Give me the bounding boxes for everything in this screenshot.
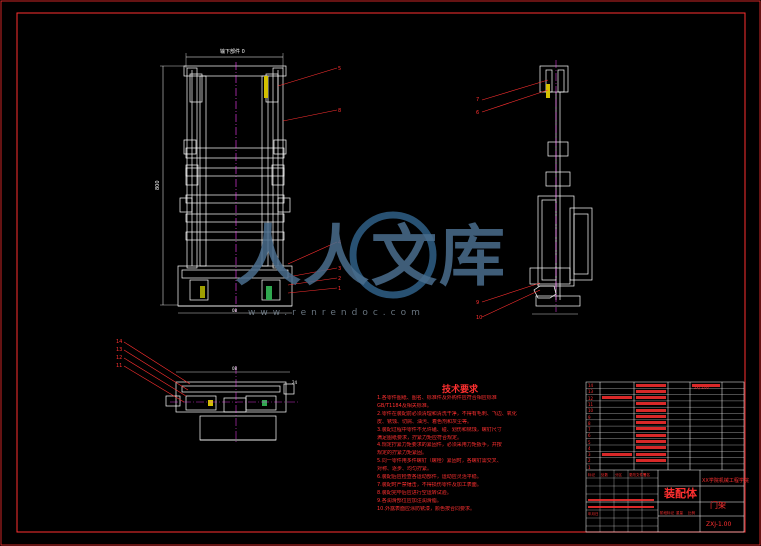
svg-text:ZXJ-1.00: ZXJ-1.00	[694, 386, 709, 390]
title-drawing-name: 门架	[710, 500, 726, 510]
tech-note-line: 4.规定拧紧力矩要求的紧固件，必须采用力矩扳手，并按	[377, 442, 502, 449]
svg-text:6: 6	[476, 110, 479, 116]
tech-note-line: 5.同一零件用多件螺钉（螺栓）紧固时，各螺钉需交叉、	[377, 458, 502, 465]
svg-text:7: 7	[588, 427, 591, 432]
parts-list-fills	[588, 384, 720, 508]
svg-text:1: 1	[588, 465, 591, 470]
tech-note-line: 满足图纸要求，拧紧力矩应符合规定。	[377, 434, 463, 441]
svg-text:10: 10	[476, 315, 482, 321]
front-view	[160, 53, 293, 314]
svg-text:10: 10	[588, 408, 594, 413]
svg-text:13: 13	[588, 389, 594, 394]
svg-text:5: 5	[588, 440, 591, 445]
inner-border	[16, 12, 746, 533]
cylinder-part	[266, 286, 272, 300]
title-school: XX学院机械工程学院	[702, 477, 749, 484]
svg-text:9: 9	[588, 415, 591, 420]
tech-notes: 1.各零件图纸、图名、标准件及外购件应符合相应标准 GB/T1184及相关标准。…	[377, 395, 577, 514]
parts-list-row-numbers: 14 13 12 11 10 9 8 7 6 5 4 3 2 1	[588, 383, 594, 470]
front-dim-left: 800	[155, 180, 161, 190]
title-block-small-text: 标记 处数 分区 更改文件号 签名 年月日 阶段标记 重量 比例 ZXJ-1.0…	[588, 386, 709, 516]
tech-note-line: 皮、锈蚀、切屑、油污、着色剂和灰尘等。	[377, 418, 473, 425]
watermark-text: 人人文库	[235, 218, 507, 295]
svg-text:11: 11	[116, 363, 122, 369]
svg-text:12: 12	[588, 396, 594, 401]
tech-note-line: 9.各润滑部位应加注润滑脂。	[377, 497, 442, 504]
svg-text:12: 12	[116, 355, 122, 361]
svg-text:6: 6	[588, 433, 591, 438]
svg-text:13: 13	[116, 347, 122, 353]
watermark-url: www.renrendoc.com	[248, 308, 425, 318]
plan-callout-labels: 14 13 12 11	[116, 339, 122, 369]
tech-note-line: 8.装配完毕后应进行空运转试验。	[377, 489, 452, 496]
tech-note-line: 对称、逐步、均匀拧紧。	[377, 466, 433, 473]
front-callout-labels: 5 8 4 3 2 1	[338, 66, 341, 292]
tech-note-line: 规定的拧紧力矩紧固。	[377, 450, 428, 457]
svg-text:9: 9	[476, 300, 479, 306]
side-yellow-part	[546, 84, 550, 98]
svg-text:分区: 分区	[615, 472, 623, 477]
svg-text:11: 11	[588, 402, 594, 407]
plan-green-part	[262, 400, 267, 406]
plan-yellow-part	[208, 400, 213, 406]
svg-text:4: 4	[588, 446, 591, 451]
cylinder-part-2	[200, 286, 205, 298]
plan-dim-bottom: 08	[232, 366, 238, 371]
tech-note-line: GB/T1184及相关标准。	[377, 402, 432, 409]
svg-text:重量: 重量	[676, 510, 684, 515]
svg-text:8: 8	[338, 108, 341, 114]
svg-text:1: 1	[338, 286, 341, 292]
svg-text:阶段标记: 阶段标记	[660, 510, 674, 515]
svg-text:2: 2	[588, 458, 591, 463]
plan-leaders	[123, 341, 191, 403]
tech-note-line: 2.零件在装配前必须清理和清洗干净，不得有毛刺、飞边、氧化	[377, 410, 517, 417]
front-dim-top: 输下部件 0	[220, 48, 245, 55]
svg-text:更改文件号: 更改文件号	[629, 472, 647, 477]
svg-text:5: 5	[338, 66, 341, 72]
svg-text:3: 3	[588, 452, 591, 457]
hydraulic-part	[264, 76, 268, 98]
svg-text:处数: 处数	[601, 472, 609, 477]
svg-text:签名: 签名	[643, 472, 650, 477]
plan-dim-right: 24	[292, 380, 298, 385]
svg-text:3: 3	[338, 266, 341, 272]
svg-text:2: 2	[338, 276, 341, 282]
tech-note-line: 7.装配时严禁锤击，不得损伤零件及加工表面。	[377, 481, 482, 488]
tech-note-line: 10.外露表面应涂防锈漆，颜色按合同要求。	[377, 505, 475, 512]
svg-text:14: 14	[588, 383, 594, 388]
svg-text:年月日: 年月日	[588, 511, 599, 516]
side-view	[529, 65, 593, 315]
svg-text:4: 4	[338, 240, 341, 246]
front-leaders	[277, 67, 338, 294]
title-assembly: 装配体	[663, 486, 698, 500]
side-callout-labels: 7 6 9 10	[476, 97, 482, 321]
front-dim-bottom: 08	[232, 308, 238, 313]
side-leaders	[481, 79, 549, 318]
svg-text:14: 14	[116, 339, 122, 345]
tech-note-line: 3.装配过程中零件不允许磕、碰、划伤和锈蚀，螺钉尺寸	[377, 426, 502, 433]
watermark-logo: 人人文库	[235, 211, 507, 299]
svg-text:标记: 标记	[588, 472, 596, 477]
tech-notes-title: 技术要求	[442, 385, 479, 395]
svg-text:8: 8	[588, 421, 591, 426]
tech-note-line: 1.各零件图纸、图名、标准件及外购件应符合相应标准	[377, 395, 497, 401]
svg-text:比例: 比例	[688, 510, 696, 515]
title-drawing-no: ZXJ-1.00	[706, 521, 731, 528]
plan-view	[165, 371, 295, 441]
svg-text:7: 7	[476, 97, 479, 103]
tech-note-line: 6.装配后应检查各运动部件，运动应灵活平稳。	[377, 474, 482, 481]
